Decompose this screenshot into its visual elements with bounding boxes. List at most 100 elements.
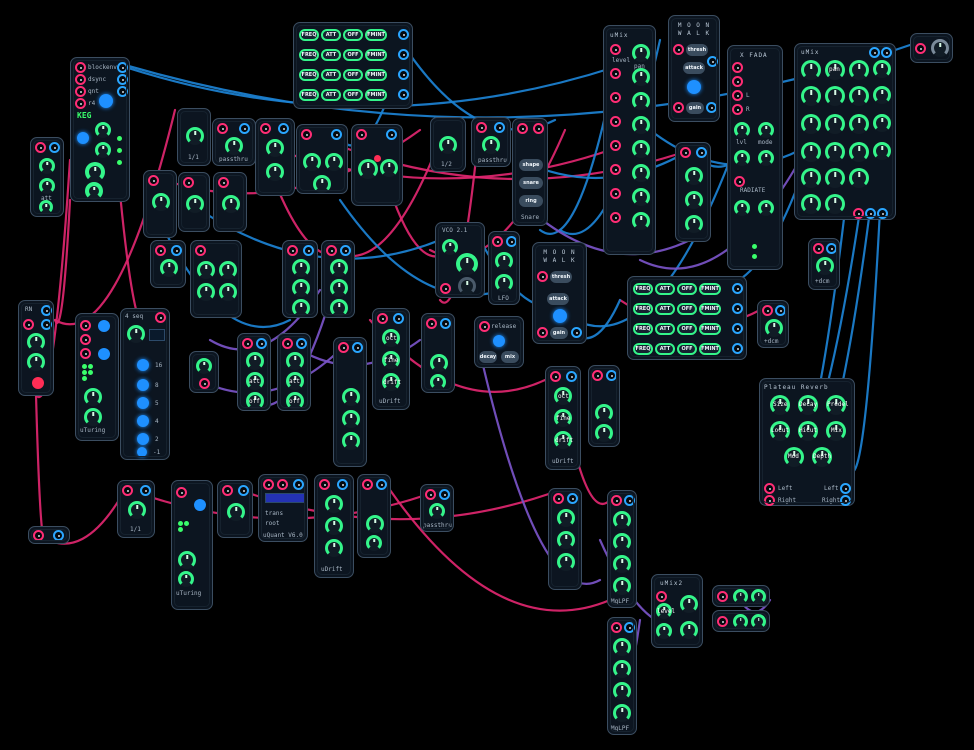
att4-knob-2[interactable] [330,279,348,297]
mixtop-pan-5[interactable] [825,168,845,188]
mixtop-out-1[interactable] [865,208,876,219]
perc-freq-2[interactable]: FREQ [299,49,319,61]
att4-knob-1[interactable] [330,259,348,277]
snare-ring[interactable]: ring [519,195,543,207]
env-in[interactable] [479,321,490,332]
xfade-in-r[interactable] [732,104,743,115]
pass-out[interactable] [171,245,182,256]
clock-knob-1[interactable] [95,122,111,138]
mixtop-knob-3[interactable] [873,60,891,78]
att3-out[interactable] [303,245,314,256]
turexp-step-2[interactable] [137,379,149,391]
seqa-in[interactable] [338,342,349,353]
util-c-in[interactable] [217,123,228,134]
mixstrip-in-6[interactable] [610,164,621,175]
perc-off-2[interactable]: OFF [343,49,363,61]
util-c-knob[interactable] [225,137,243,155]
turing2-in-1[interactable] [176,487,187,498]
fxc-in[interactable] [356,129,367,140]
osca-out[interactable] [606,370,617,381]
random-knob-1[interactable] [27,333,45,351]
lfo-knob-2[interactable] [495,274,513,292]
mixtop-knob-13[interactable] [801,168,821,188]
moonwalk2-thresh[interactable]: thresh [550,271,572,283]
mixtop-knob-5[interactable] [849,86,869,106]
oscc-in[interactable] [362,479,373,490]
perc-att-2[interactable]: ATT [321,49,341,61]
audio-volume-knob[interactable] [931,39,949,57]
fxb-out[interactable] [331,129,342,140]
clock-in-1[interactable] [75,62,86,73]
util-a-knob-1[interactable] [39,158,55,174]
util-c-out[interactable] [239,123,250,134]
mixtop-knob-7[interactable] [801,114,821,134]
util-g-in[interactable] [122,485,133,496]
fxb-knob-2[interactable] [325,153,343,171]
snare-in-2[interactable] [533,123,544,134]
perc2-freq-4[interactable]: FREQ [633,343,653,355]
mixtop-knob-2[interactable] [849,60,869,80]
perc2-out-1[interactable] [732,283,743,294]
mixtop-knob-11[interactable] [849,142,869,162]
mixtop-knob-15[interactable] [801,194,821,214]
vco-knob-1[interactable] [442,239,458,255]
clock-knob-2[interactable] [95,142,111,158]
perc2-out-2[interactable] [732,303,743,314]
seqb-knob-2[interactable] [557,531,575,549]
reverb-hicut-knob[interactable] [798,421,818,441]
gate-in[interactable] [222,485,233,496]
filter2-in[interactable] [611,622,622,633]
lfo-in[interactable] [492,236,503,247]
perc-off-4[interactable]: OFF [343,89,363,101]
reverb-mod-knob[interactable] [784,447,804,467]
mixstrip-in-7[interactable] [610,188,621,199]
moonwalk-out[interactable] [707,56,718,67]
att3-in[interactable] [287,245,298,256]
pass-knob[interactable] [160,259,178,277]
percb-knob-2[interactable] [219,261,237,279]
xfade-in-cv[interactable] [734,176,745,187]
random-knob-2[interactable] [27,353,45,371]
fxb-knob-3[interactable] [313,175,331,193]
turexp-step-3[interactable] [137,397,149,409]
mixtop-knob-6[interactable] [873,86,891,104]
mixtop-knob-4[interactable] [801,86,821,106]
perc-out-2[interactable] [398,49,409,60]
drift2-fine[interactable] [554,409,572,427]
patch-cable[interactable] [34,393,47,539]
clock-in-3[interactable] [75,86,86,97]
mixtop-knob-14[interactable] [849,168,869,188]
smix-level-1[interactable] [656,603,672,619]
util-f-in[interactable] [425,489,436,500]
clock-in-4[interactable] [75,98,86,109]
lfo-knob-1[interactable] [495,252,513,270]
util-a-out[interactable] [49,142,60,153]
seqc-knob-2[interactable] [685,191,703,209]
gate-out[interactable] [238,485,249,496]
random-in-1[interactable] [23,319,34,330]
moonwalk-thresh[interactable]: thresh [686,44,708,56]
att1-out[interactable] [256,338,267,349]
xfade-mode-knob[interactable] [758,122,774,138]
drift3-fine[interactable] [325,517,343,535]
att1-knob-3[interactable] [246,392,264,410]
smalla-knob-1[interactable] [733,589,748,604]
fxc-knob-2[interactable] [380,159,398,177]
mixstrip-in-5[interactable] [610,140,621,151]
reverb-in-left[interactable] [764,483,775,494]
turing2-switch[interactable] [194,499,206,511]
moonwalk-cv[interactable] [673,102,684,113]
moonwalk2-attack[interactable]: attack [547,293,569,305]
util-b-knob[interactable] [186,127,204,145]
drift2-drift[interactable] [554,431,572,449]
mixtop-out-2[interactable] [877,208,888,219]
seqa-knob-2[interactable] [342,410,360,428]
clock-out-1[interactable] [117,62,128,73]
reverb-out-left[interactable] [840,483,851,494]
oscb-out[interactable] [440,318,451,329]
perc2-fm-3[interactable]: FMINT [699,323,721,335]
att2-knob-3[interactable] [286,392,304,410]
turing-knob-1[interactable] [84,388,102,406]
env-decay[interactable]: decay [479,351,497,363]
drift1-drift[interactable] [382,373,400,391]
